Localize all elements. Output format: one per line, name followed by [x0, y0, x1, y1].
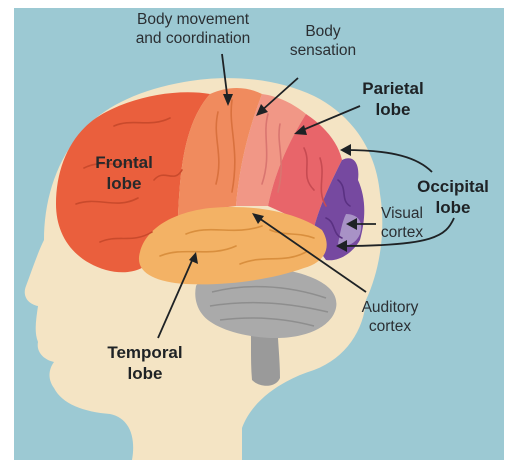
label-parietal-lobe: Parietal lobe: [348, 78, 438, 120]
label-temporal-lobe: Temporal lobe: [90, 342, 200, 384]
brain-diagram: Body movement and coordination Body sens…: [14, 8, 504, 460]
label-frontal-lobe: Frontal lobe: [84, 152, 164, 194]
label-body-movement: Body movement and coordination: [120, 10, 266, 48]
label-visual-cortex: Visual cortex: [370, 204, 434, 242]
label-body-sensation: Body sensation: [278, 22, 368, 60]
label-auditory-cortex: Auditory cortex: [342, 298, 438, 336]
